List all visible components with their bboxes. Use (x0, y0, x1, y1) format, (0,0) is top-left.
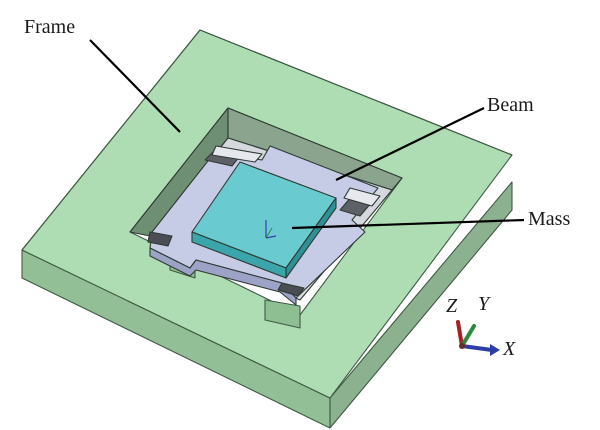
y-axis-label: Y (478, 293, 491, 315)
mass-label: Mass (528, 208, 570, 230)
beam-plate-side (149, 247, 297, 306)
anchor-front-left (147, 231, 173, 247)
x-axis-arrowhead (490, 344, 500, 356)
x-axis-arrow (460, 344, 494, 352)
frame (21, 29, 513, 429)
beam-step-back (211, 145, 263, 163)
anchor-front-right-boss (264, 299, 301, 329)
z-axis-label: Z (446, 295, 458, 317)
y-axis-arrow (460, 324, 476, 348)
anchor-front-right (277, 282, 305, 297)
mass-origin-marker (265, 220, 277, 239)
mass-side-right (285, 197, 337, 279)
frame-front-right-side (329, 181, 513, 429)
frame-label: Frame (24, 16, 75, 38)
beam-leader-line (335, 107, 485, 181)
beam-label: Beam (487, 94, 534, 116)
axis-triad: Z Y X (446, 293, 516, 360)
frame-leader-line (89, 39, 181, 133)
mass-leader-line (291, 218, 525, 230)
beam-step-right (343, 187, 381, 207)
z-axis-arrow (456, 320, 464, 348)
mass (191, 161, 337, 279)
x-axis-label: X (502, 338, 516, 360)
